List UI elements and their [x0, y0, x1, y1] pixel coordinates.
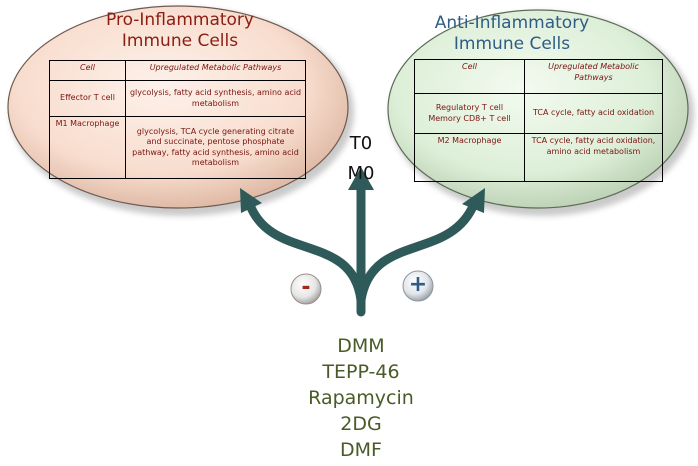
table-header-row: Cell Upregulated Metabolic Pathways [414, 59, 663, 94]
header-cell: Cell [414, 59, 525, 94]
minus-sign-circle [290, 273, 322, 305]
arrow-to-anti [356, 199, 479, 305]
drug-tepp-46: TEPP-46 [322, 361, 400, 383]
pro-title-line1: Pro-Inflammatory [106, 10, 254, 30]
drug-dmm: DMM [337, 335, 385, 357]
branching-arrows [245, 183, 479, 317]
anti-inflammatory-title: Anti-Inflammatory Immune Cells [392, 13, 632, 55]
table-header-row: Cell Upregulated Metabolic Pathways [49, 60, 306, 81]
drug-dmf: DMF [340, 439, 382, 461]
header-pathways: Upregulated Metabolic Pathways [125, 60, 306, 81]
plus-sign: + [408, 272, 428, 297]
cell-pathways: TCA cycle, fatty acid oxidation, amino a… [524, 133, 663, 182]
table-row: Effector T cell glycolysis, fatty acid s… [49, 80, 306, 117]
anti-inflammatory-table: Cell Upregulated Metabolic Pathways Regu… [414, 59, 663, 182]
state-label-m0: M0 [347, 163, 375, 184]
anti-title-line2: Immune Cells [453, 34, 571, 54]
header-pathways: Upregulated Metabolic Pathways [524, 59, 663, 94]
table-row: Regulatory T cell Memory CD8+ T cell TCA… [414, 93, 663, 134]
header-cell: Cell [49, 60, 126, 81]
cell-name: Regulatory T cell Memory CD8+ T cell [414, 93, 525, 134]
cell-pathways: TCA cycle, fatty acid oxidation [524, 93, 663, 134]
cell-name: Effector T cell [49, 80, 126, 117]
plus-sign-circle [402, 270, 434, 302]
cell-name: M2 Macrophage [414, 133, 525, 182]
drug-list: DMM TEPP-46 Rapamycin 2DG DMF [290, 333, 432, 463]
minus-sign: - [301, 275, 311, 300]
cell-pathways: glycolysis, fatty acid synthesis, amino … [125, 80, 306, 117]
arrowhead-up [348, 167, 374, 190]
arrow-to-pro [245, 200, 366, 305]
drug-rapamycin: Rapamycin [308, 387, 414, 409]
drug-2dg: 2DG [340, 413, 382, 435]
arrowhead-anti [462, 188, 485, 213]
table-row: M2 Macrophage TCA cycle, fatty acid oxid… [414, 133, 663, 182]
state-label-t0: T0 [349, 133, 373, 154]
pro-inflammatory-table: Cell Upregulated Metabolic Pathways Effe… [49, 60, 306, 179]
anti-title-line1: Anti-Inflammatory [434, 13, 590, 33]
pro-inflammatory-title: Pro-Inflammatory Immune Cells [60, 10, 300, 52]
cell-pathways: glycolysis, TCA cycle generating citrate… [125, 116, 306, 179]
arrowhead-pro [240, 188, 262, 213]
table-row: M1 Macrophage glycolysis, TCA cycle gene… [49, 116, 306, 179]
cell-name-line1: Regulatory T cell [435, 103, 504, 112]
cell-name: M1 Macrophage [49, 116, 126, 179]
arrowheads [240, 167, 485, 213]
pro-title-line2: Immune Cells [121, 31, 239, 51]
cell-name-line2: Memory CD8+ T cell [428, 113, 511, 123]
